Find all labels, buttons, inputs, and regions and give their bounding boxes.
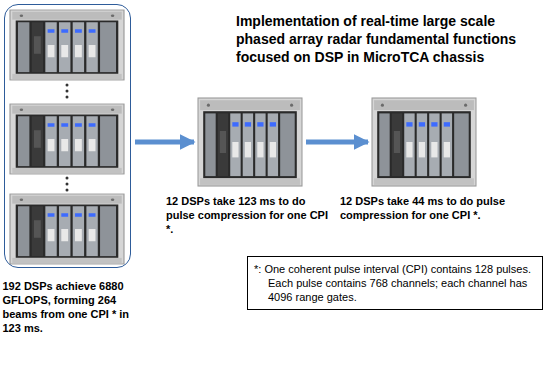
footnote-text: *: One coherent pulse interval (CPI) con… (254, 262, 536, 304)
chassis-photo (10, 104, 124, 174)
caption-text: 12 DSPs take 44 ms to do pulse compressi… (340, 194, 508, 222)
flow-arrow (135, 140, 194, 145)
caption-text: 192 DSPs achieve 6880 GFLOPS, forming 26… (3, 279, 135, 335)
chassis-photo (372, 98, 476, 186)
chassis-node: 12 DSPs take 44 ms to do pulse compressi… (372, 98, 476, 186)
chassis-photo (10, 10, 124, 80)
ellipsis-dots (66, 84, 69, 192)
chassis-photo (10, 194, 124, 264)
note-box: *: One coherent pulse interval (CPI) con… (247, 256, 543, 310)
caption-text: 12 DSPs take 123 ms to do pulse compress… (166, 194, 334, 236)
chassis-node: 192 DSPs achieve 6880 GFLOPS, forming 26… (4, 4, 131, 268)
chassis-node: 12 DSPs take 123 ms to do pulse compress… (198, 98, 302, 186)
chassis-photo (198, 98, 302, 186)
diagram-title: Implementation of real-time large scale … (236, 12, 536, 66)
flow-arrow (306, 140, 368, 145)
